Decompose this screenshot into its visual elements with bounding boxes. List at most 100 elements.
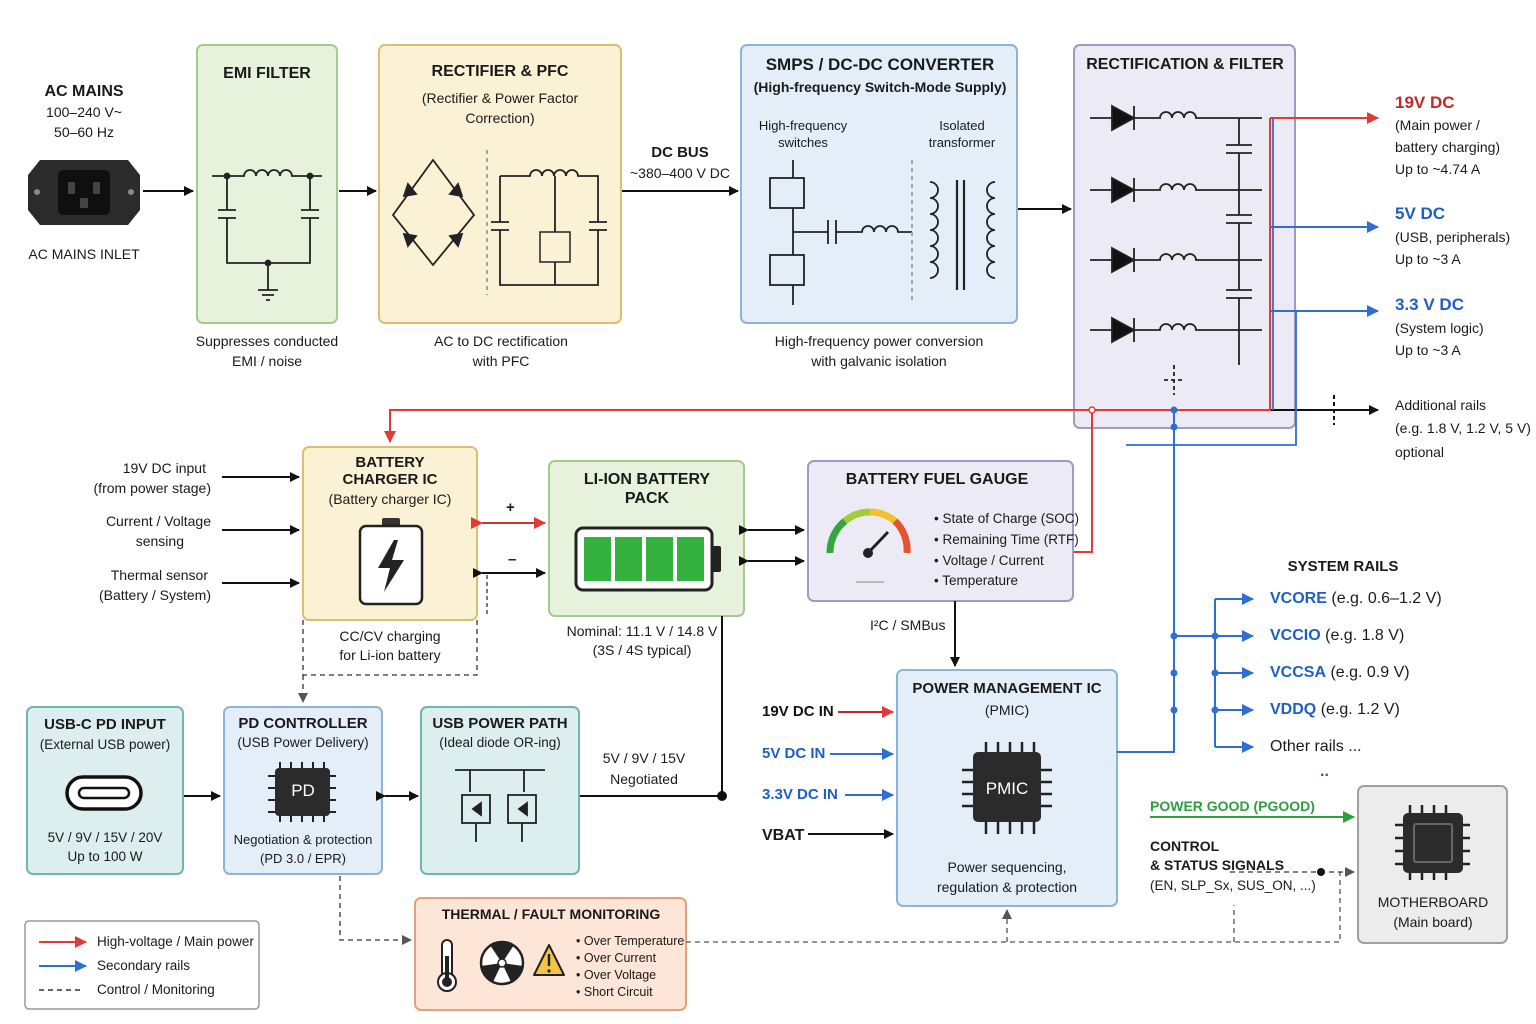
pmic-input-3v3: 3.3V DC IN: [762, 786, 838, 803]
emi-filter-title: EMI FILTER: [223, 65, 311, 82]
output-19v-current: Up to ~4.74 A: [1395, 161, 1481, 177]
thermometer-icon: [437, 939, 457, 992]
motherboard-chip-icon: [1395, 805, 1470, 880]
output-additional-desc: (e.g. 1.8 V, 1.2 V, 5 V): [1395, 420, 1531, 436]
charger-input-19v-2: (from power stage): [93, 480, 211, 496]
fuel-gauge-item-2: • Remaining Time (RTF): [934, 532, 1079, 547]
system-rails-title: SYSTEM RAILS: [1287, 558, 1399, 575]
ac-mains-title: AC MAINS: [44, 83, 124, 100]
pmic-input-vbat: VBAT: [762, 827, 805, 844]
rectifier-pfc-title: RECTIFIER & PFC: [431, 63, 569, 80]
pd-chip-icon: [268, 762, 336, 822]
smps-transformer-label-1: Isolated: [939, 118, 985, 133]
system-rail-vccsa: VCCSA (e.g. 0.9 V): [1270, 664, 1410, 681]
pmic-chip-label: PMIC: [985, 779, 1029, 798]
smps-desc-1: High-frequency power conversion: [774, 333, 984, 349]
battery-desc-1: Nominal: 11.1 V / 14.8 V: [566, 623, 718, 639]
system-rail-other: Other rails ...: [1270, 738, 1362, 755]
rectifier-pfc-sub-1: (Rectifier & Power Factor: [421, 90, 579, 106]
pd-chip-label: PD: [291, 781, 315, 800]
fan-icon: [479, 940, 525, 986]
charger-subtitle: (Battery charger IC): [328, 491, 452, 507]
smps-switch-label-2: switches: [778, 135, 828, 150]
charger-input-19v-1: 19V DC input: [122, 460, 206, 476]
usbc-desc-2: Up to 100 W: [67, 849, 143, 864]
negotiated-voltage-2: Negotiated: [610, 771, 678, 787]
output-additional-title: Additional rails: [1395, 397, 1487, 413]
warning-icon: [533, 944, 565, 976]
charger-title-2: CHARGER IC: [342, 471, 438, 488]
charger-input-thermal-2: (Battery / System): [98, 587, 211, 603]
charger-input-sense-2: sensing: [135, 533, 184, 549]
fuel-gauge-block: [807, 460, 1074, 602]
smps-schematic-icon: [769, 160, 996, 305]
charger-minus-label: –: [508, 551, 517, 568]
rectifier-pfc-sub-2: Correction): [465, 110, 535, 126]
motherboard-subtitle: (Main board): [1393, 914, 1473, 930]
battery-pack-icon: [574, 526, 721, 592]
usb-power-path-block: [420, 706, 580, 875]
smps-subtitle: (High-frequency Switch-Mode Supply): [753, 79, 1007, 95]
legend-control-label: Control / Monitoring: [97, 982, 215, 997]
thermal-title: THERMAL / FAULT MONITORING: [441, 906, 661, 922]
output-5v-current: Up to ~3 A: [1395, 251, 1461, 267]
output-additional-optional: optional: [1395, 444, 1445, 460]
battery-charge-icon: [358, 518, 424, 606]
rectification-filter-title: RECTIFICATION & FILTER: [1086, 56, 1284, 73]
usbc-desc-1: 5V / 9V / 15V / 20V: [47, 830, 163, 845]
charger-input-sense-1: Current / Voltage: [105, 513, 211, 529]
smps-title: SMPS / DC-DC CONVERTER: [765, 55, 995, 74]
ac-mains-inlet-label: AC MAINS INLET: [28, 246, 140, 262]
smps-switch-label-1: High-frequency: [758, 118, 848, 133]
pd-controller-subtitle: (USB Power Delivery): [237, 735, 369, 750]
status-signal-label: & STATUS SIGNALS: [1150, 857, 1285, 873]
ac-mains-frequency: 50–60 Hz: [54, 124, 114, 140]
output-5v-desc: (USB, peripherals): [1395, 229, 1511, 245]
usbc-title: USB-C PD INPUT: [44, 716, 166, 733]
output-3v3-current: Up to ~3 A: [1395, 342, 1461, 358]
pmic-desc-1: Power sequencing,: [947, 859, 1067, 875]
smps-block: [740, 44, 1018, 324]
battery-desc-2: (3S / 4S typical): [592, 642, 692, 658]
pmic-subtitle: (PMIC): [984, 702, 1030, 718]
ac-plug-icon: [28, 160, 140, 225]
pmic-title: POWER MANAGEMENT IC: [912, 680, 1102, 697]
battery-title-1: LI-ION BATTERY: [583, 471, 711, 488]
thermal-item-3: • Over Voltage: [576, 968, 657, 982]
fuel-gauge-item-1: • State of Charge (SOC): [934, 511, 1080, 526]
charger-input-thermal-1: Thermal sensor: [110, 567, 208, 583]
usb-power-path-title: USB POWER PATH: [432, 715, 568, 732]
output-5v-title: 5V DC: [1395, 204, 1446, 223]
thermal-item-2: • Over Current: [576, 951, 657, 965]
smps-transformer-label-2: transformer: [928, 135, 996, 150]
rectifier-bridge-icon: [391, 150, 607, 295]
emi-filter-schematic-icon: [212, 169, 322, 301]
pd-controller-title: PD CONTROLLER: [238, 715, 368, 732]
rectifier-pfc-desc-2: with PFC: [472, 353, 530, 369]
usb-power-path-subtitle: (Ideal diode OR-ing): [439, 735, 561, 750]
ideal-diode-mosfet-icon: [455, 769, 545, 842]
legend-secondary-label: Secondary rails: [97, 958, 191, 973]
control-signal-label: CONTROL: [1150, 838, 1220, 854]
legend-main-label: High-voltage / Main power: [97, 934, 254, 949]
pmic-desc-2: regulation & protection: [936, 879, 1078, 895]
pmic-input-19v: 19V DC IN: [762, 703, 834, 720]
output-19v-desc-2: battery charging): [1395, 139, 1501, 155]
pgood-signal-label: POWER GOOD (PGOOD): [1150, 798, 1315, 814]
output-19v-title: 19V DC: [1395, 93, 1455, 112]
system-rail-vcore: VCORE (e.g. 0.6–1.2 V): [1270, 590, 1442, 607]
rectification-diodes-icon: [1090, 104, 1262, 395]
pd-controller-desc-1: Negotiation & protection: [233, 832, 373, 847]
usbc-subtitle: (External USB power): [39, 737, 171, 752]
dc-bus-value: ~380–400 V DC: [629, 165, 731, 181]
system-rail-dots: ..: [1320, 763, 1329, 780]
system-rail-vddq: VDDQ (e.g. 1.2 V): [1270, 701, 1400, 718]
fuel-gauge-icon: [826, 508, 911, 583]
fuel-gauge-title: BATTERY FUEL GAUGE: [845, 471, 1029, 488]
output-3v3-desc: (System logic): [1395, 320, 1484, 336]
i2c-smbus-label: I²C / SMBus: [870, 617, 946, 633]
output-19v-desc-1: (Main power /: [1395, 117, 1480, 133]
ac-mains-voltage: 100–240 V~: [46, 104, 122, 120]
emi-filter-block: [196, 44, 338, 324]
